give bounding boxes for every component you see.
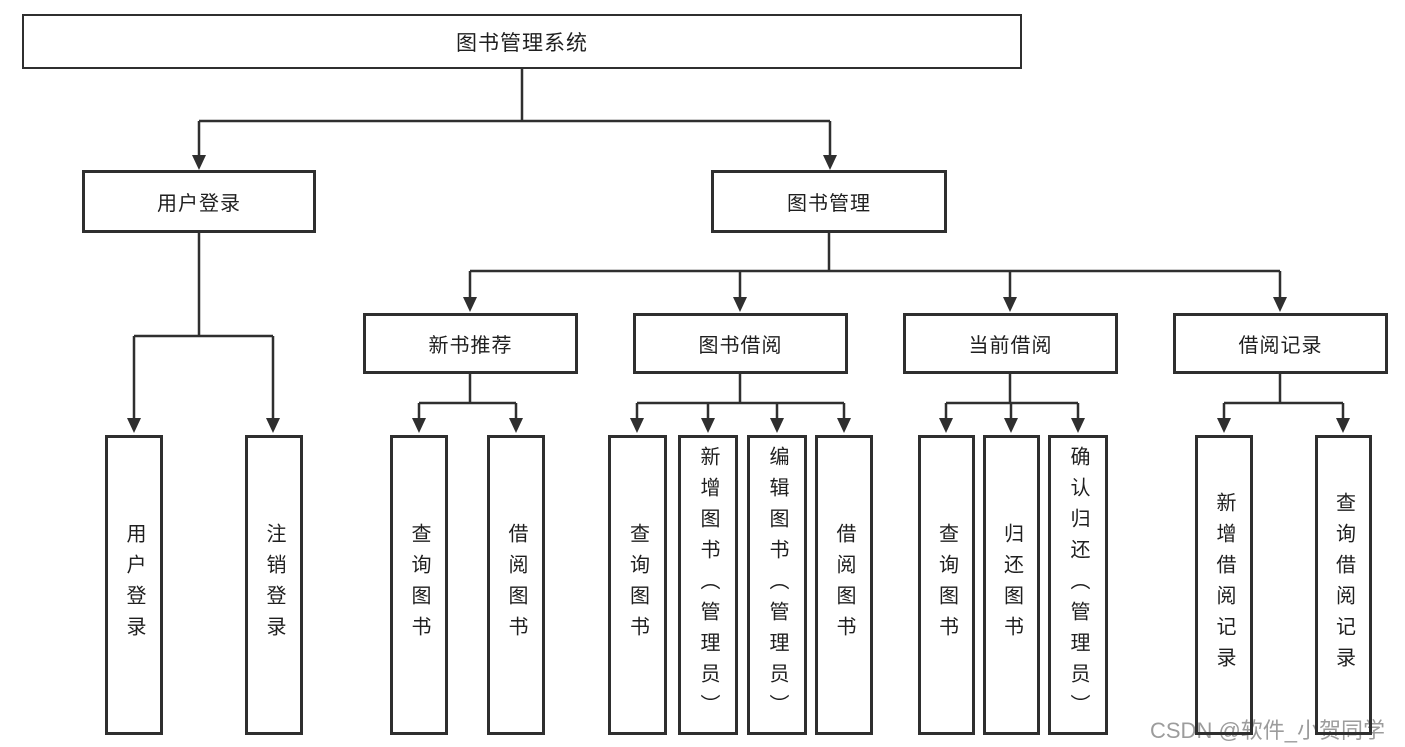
node-root: 图书管理系统 <box>22 14 1022 69</box>
leaf-query-books-borrow: 查询图书 <box>608 435 667 735</box>
watermark: CSDN @软件_小贺同学 <box>1150 718 1386 743</box>
leaf-add-book-admin: 新增图书（管理员） <box>678 435 738 735</box>
leaf-borrow-books-recommend: 借阅图书 <box>487 435 545 735</box>
leaf-confirm-return-admin: 确认归还（管理员） <box>1048 435 1108 735</box>
leaf-edit-book-admin: 编辑图书（管理员） <box>747 435 807 735</box>
arrowheads <box>127 155 1350 433</box>
node-current-borrow: 当前借阅 <box>903 313 1118 374</box>
node-user-login: 用户登录 <box>82 170 316 233</box>
node-new-book-recommend: 新书推荐 <box>363 313 578 374</box>
leaf-query-borrow-record: 查询借阅记录 <box>1315 435 1372 735</box>
leaf-borrow-books: 借阅图书 <box>815 435 873 735</box>
leaf-query-books-current: 查询图书 <box>918 435 975 735</box>
leaf-user-login: 用户登录 <box>105 435 163 735</box>
leaf-add-borrow-record: 新增借阅记录 <box>1195 435 1253 735</box>
edge-root-split <box>197 69 832 156</box>
leaf-return-book: 归还图书 <box>983 435 1040 735</box>
edge-current-borrow-split <box>944 374 1080 420</box>
node-borrow-records: 借阅记录 <box>1173 313 1388 374</box>
edge-borrow-records-split <box>1222 374 1345 420</box>
edge-book-mgmt-split <box>468 233 1282 298</box>
edge-book-borrow-split <box>635 374 846 420</box>
edge-user-login-split <box>132 233 275 420</box>
leaf-logout: 注销登录 <box>245 435 303 735</box>
node-book-borrow: 图书借阅 <box>633 313 848 374</box>
leaf-query-books-recommend: 查询图书 <box>390 435 448 735</box>
node-book-management: 图书管理 <box>711 170 947 233</box>
edge-new-book-rec-split <box>417 374 518 420</box>
